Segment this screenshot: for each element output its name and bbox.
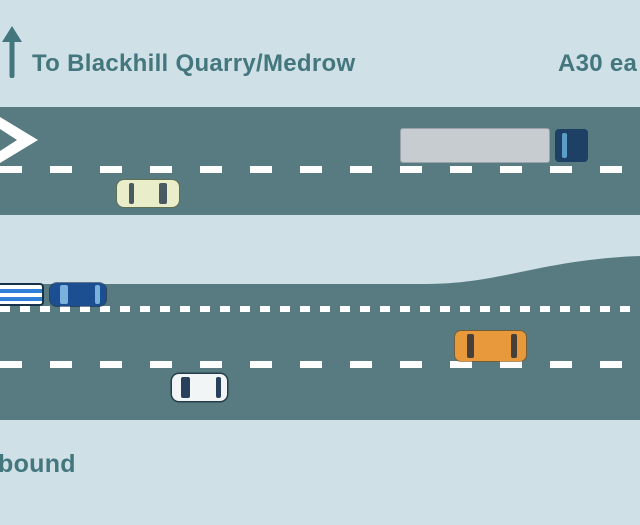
car-rear-window xyxy=(511,334,517,358)
destination-label: To Blackhill Quarry/Medrow xyxy=(32,50,356,77)
striped-vehicle xyxy=(0,283,44,306)
white-car xyxy=(172,374,227,401)
car-windshield xyxy=(159,183,167,204)
articulated-lorry xyxy=(400,128,588,163)
lorry-cab xyxy=(555,129,588,162)
car-rear-window xyxy=(216,377,221,398)
cream-car xyxy=(117,180,179,207)
car-windshield xyxy=(467,334,474,358)
car-rear-window xyxy=(129,183,134,204)
merge-chevron-marking xyxy=(0,117,38,163)
lane-divider-dashed-top xyxy=(0,166,640,173)
lorry-windshield xyxy=(562,133,567,158)
merge-lane-dotted-line xyxy=(0,306,640,312)
lorry-trailer xyxy=(400,128,550,163)
up-arrow-icon xyxy=(2,26,22,78)
car-rear-window xyxy=(95,285,100,304)
blue-car xyxy=(50,283,106,306)
road-name-right-label: A30 ea xyxy=(558,50,638,77)
car-windshield xyxy=(181,377,190,398)
car-windshield xyxy=(60,285,68,304)
lane-divider-dashed-bottom xyxy=(0,361,640,368)
orange-suv xyxy=(455,331,526,361)
road-name-left-label: bound xyxy=(0,450,76,478)
bottom-carriageway xyxy=(0,256,640,420)
